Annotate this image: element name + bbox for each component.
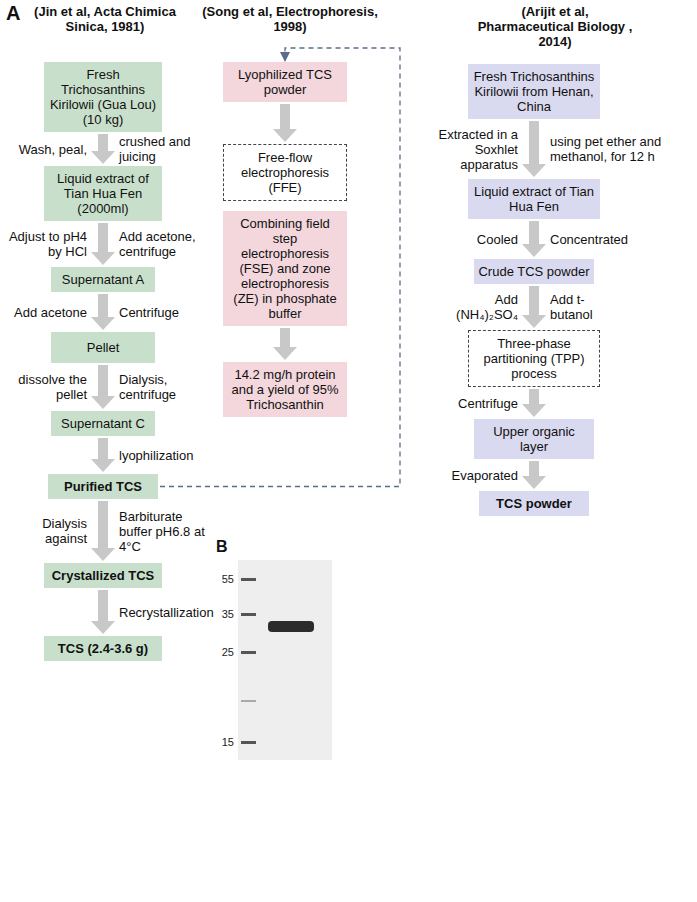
step-note: Concentrated bbox=[550, 232, 688, 247]
process-box: Pellet bbox=[51, 332, 155, 363]
panel-letter: A bbox=[6, 2, 28, 24]
block-arrow bbox=[273, 328, 297, 360]
block-arrow bbox=[91, 501, 115, 561]
gel-background bbox=[238, 560, 332, 760]
ladder-band bbox=[241, 613, 256, 616]
process-box: TCS (2.4-3.6 g) bbox=[44, 636, 162, 661]
process-box: Liquid extract of Tian Hua Fen (2000ml) bbox=[44, 166, 162, 221]
process-box: Crystallized TCS bbox=[44, 563, 162, 588]
process-box: 14.2 mg/h protein and a yield of 95% Tri… bbox=[223, 362, 347, 417]
step-note: Evaporated bbox=[422, 468, 518, 483]
box-text: Liquid extract of Tian Hua Fen (2000ml) bbox=[48, 171, 158, 216]
box-text: Supernatant C bbox=[55, 416, 151, 431]
process-box: TCS powder bbox=[479, 491, 589, 516]
size-marker: 55 bbox=[212, 572, 234, 586]
block-arrow bbox=[91, 590, 115, 634]
block-arrow bbox=[91, 438, 115, 472]
step-note: Add t-butanol bbox=[550, 292, 610, 322]
block-arrow bbox=[91, 134, 115, 164]
block-arrow bbox=[91, 365, 115, 409]
gel-image bbox=[238, 560, 332, 760]
step-note: Add (NH₄)₂SO₄ bbox=[446, 292, 518, 322]
size-marker: 15 bbox=[212, 735, 234, 749]
box-text: TCS powder bbox=[483, 496, 585, 511]
step-note: dissolve the pellet bbox=[7, 372, 87, 402]
ladder-band bbox=[241, 578, 256, 581]
block-arrow bbox=[273, 104, 297, 142]
process-box: Combining field step electrophoresis (FS… bbox=[223, 211, 347, 326]
step-note: Recrystallization bbox=[119, 605, 201, 620]
ladder-band bbox=[241, 651, 256, 654]
block-arrow bbox=[522, 221, 546, 257]
box-text: TCS (2.4-3.6 g) bbox=[48, 641, 158, 656]
panel-letter: B bbox=[216, 538, 236, 556]
size-marker: 35 bbox=[212, 607, 234, 621]
box-text: Lyophilized TCS powder bbox=[227, 67, 343, 97]
process-box: Supernatant A bbox=[51, 267, 155, 292]
block-arrow bbox=[91, 223, 115, 265]
block-arrow bbox=[522, 389, 546, 417]
step-note: Adjust to pH4 by HCl bbox=[7, 229, 87, 259]
process-box: Supernatant C bbox=[51, 411, 155, 436]
step-note: Add acetone, centrifuge bbox=[119, 229, 201, 259]
step-note: Dialysis, centrifuge bbox=[119, 372, 201, 402]
step-note: Extracted in a Soxhlet apparatus bbox=[422, 127, 518, 172]
dashed-connector bbox=[160, 48, 400, 487]
step-note: using pet ether and methanol, for 12 h bbox=[550, 134, 688, 164]
box-text: Combining field step electrophoresis (FS… bbox=[227, 216, 343, 321]
process-box: Purified TCS bbox=[48, 474, 158, 499]
box-text: 14.2 mg/h protein and a yield of 95% Tri… bbox=[227, 367, 343, 412]
process-box: Upper organic layer bbox=[474, 419, 594, 459]
box-text: Crude TCS powder bbox=[478, 264, 590, 279]
process-box: Fresh Trichosanthins Kirilowii from Hena… bbox=[468, 64, 600, 119]
box-text: Upper organic layer bbox=[478, 424, 590, 454]
ladder-band bbox=[241, 700, 256, 702]
citation-heading: (Jin et al, Acta Chimica Sinica, 1981) bbox=[20, 4, 190, 34]
step-note: Centrifuge bbox=[119, 305, 201, 320]
citation-heading: (Song et al, Electrophoresis, 1998) bbox=[200, 4, 380, 34]
process-box: Crude TCS powder bbox=[474, 259, 594, 284]
box-text: Crystallized TCS bbox=[48, 568, 158, 583]
step-note: Centrifuge bbox=[422, 396, 518, 411]
citation-heading: (Arijit et al, Pharmaceutical Biology , … bbox=[475, 4, 635, 49]
block-arrow bbox=[522, 286, 546, 328]
block-arrow bbox=[91, 294, 115, 330]
process-box: Liquid extract of Tian Hua Fen bbox=[468, 179, 600, 219]
method-box: Three-phase partitioning (TPP) process bbox=[468, 330, 600, 387]
step-note: Add acetone bbox=[7, 305, 87, 320]
box-text: Three-phase partitioning (TPP) process bbox=[473, 336, 595, 381]
box-text: Liquid extract of Tian Hua Fen bbox=[472, 184, 596, 214]
block-arrow bbox=[522, 121, 546, 177]
method-box: Free-flow electrophoresis (FFE) bbox=[223, 144, 347, 201]
step-note: crushed and juicing bbox=[119, 134, 201, 164]
step-note: Cooled bbox=[422, 232, 518, 247]
block-arrow bbox=[522, 461, 546, 489]
protein-band bbox=[268, 621, 314, 632]
box-text: Pellet bbox=[55, 340, 151, 355]
step-note: Barbiturate buffer pH6.8 at 4°C bbox=[119, 509, 211, 554]
step-note: Wash, peal, bbox=[7, 142, 87, 157]
box-text: Purified TCS bbox=[52, 479, 154, 494]
ladder-band bbox=[241, 741, 256, 744]
box-text: Supernatant A bbox=[55, 272, 151, 287]
step-note: Dialysis against bbox=[7, 516, 87, 546]
step-note: lyophilization bbox=[119, 448, 201, 463]
size-marker: 25 bbox=[212, 645, 234, 659]
process-box: Fresh Trichosanthins Kirilowii (Gua Lou)… bbox=[44, 62, 162, 132]
process-box: Lyophilized TCS powder bbox=[223, 62, 347, 102]
box-text: Fresh Trichosanthins Kirilowii (Gua Lou)… bbox=[48, 67, 158, 127]
box-text: Free-flow electrophoresis (FFE) bbox=[228, 150, 342, 195]
box-text: Fresh Trichosanthins Kirilowii from Hena… bbox=[472, 69, 596, 114]
